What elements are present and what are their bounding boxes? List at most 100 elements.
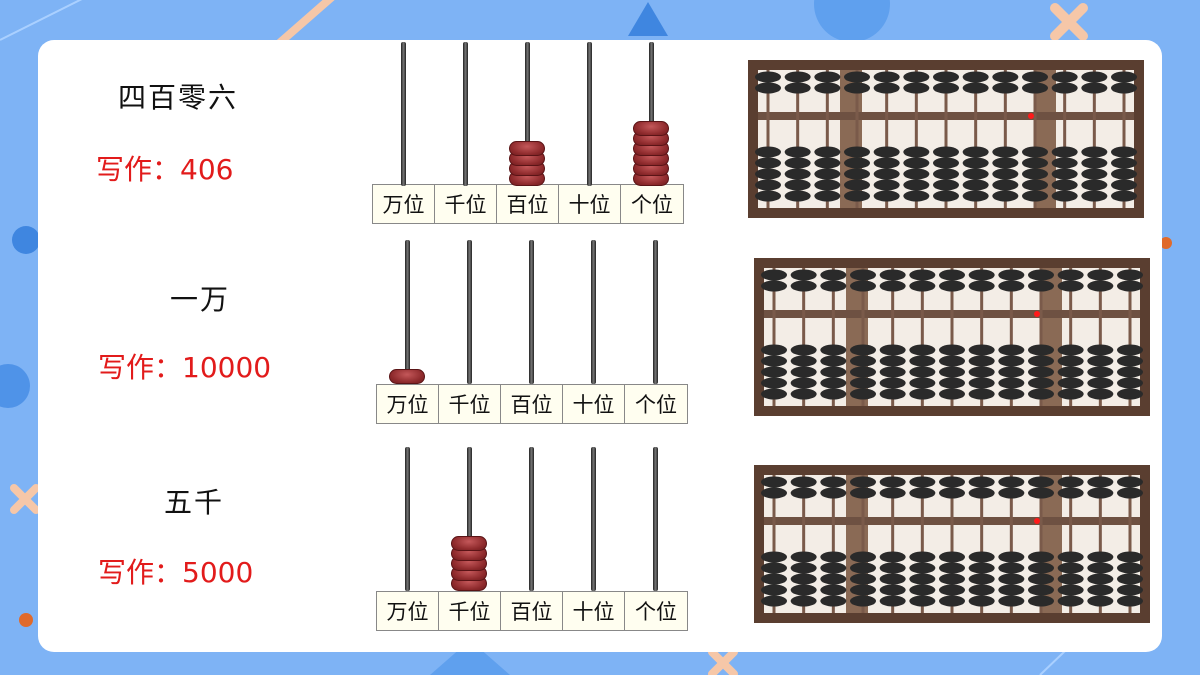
abacus-bead (939, 280, 965, 292)
abacus-bead (1117, 595, 1143, 607)
abacus-bead (1081, 82, 1108, 94)
abacus-bead (790, 388, 817, 400)
place-label-bai: 百位 (501, 385, 563, 423)
abacus-bead (968, 366, 995, 378)
suanpan-abacus-image (754, 258, 1150, 416)
abacus-bead (850, 595, 876, 607)
abacus-bead (909, 551, 936, 563)
place-label-qian: 千位 (435, 185, 497, 223)
place-value-labels: 万位 千位 百位 十位 个位 (376, 384, 688, 424)
abacus-bead (850, 366, 876, 378)
rod-ge (653, 240, 658, 384)
abacus-bead (962, 157, 989, 169)
abacus-bead (1022, 71, 1048, 83)
rod-wan (401, 42, 406, 186)
written-number: 写作：406 (96, 153, 234, 186)
abacus-bead (1028, 476, 1054, 488)
abacus-bead (755, 157, 781, 169)
content-card: 四百零六 写作：406 万位 千位 百位 十位 个位 一万 写作：10000 万… (38, 40, 1162, 652)
abacus-bead (1028, 551, 1054, 563)
abacus-bead (1028, 584, 1054, 596)
abacus-bead (850, 573, 876, 585)
rod-shi (587, 42, 592, 186)
abacus-bead (968, 487, 995, 499)
abacus-bead (909, 366, 936, 378)
abacus-bead (790, 377, 817, 389)
abacus-bead (784, 190, 811, 202)
abacus-bead (820, 355, 847, 367)
abacus-bead (790, 573, 817, 585)
abacus-bead (1087, 551, 1114, 563)
counting-frame: 万位 千位 百位 十位 个位 (372, 42, 692, 224)
abacus-bead (939, 551, 965, 563)
abacus-bead (1028, 344, 1054, 356)
abacus-bead (1057, 280, 1084, 292)
abacus-bead (879, 269, 906, 281)
abacus-bead (879, 595, 906, 607)
abacus-bead (820, 269, 847, 281)
abacus-bead (909, 476, 936, 488)
rod-ge (653, 447, 658, 591)
abacus-bead (998, 584, 1025, 596)
abacus-bead (790, 551, 817, 563)
abacus-bead (790, 269, 817, 281)
abacus-bead (1087, 595, 1114, 607)
abacus-bead (873, 157, 900, 169)
abacus-bead (968, 280, 995, 292)
abacus-bead (1117, 551, 1143, 563)
abacus-bead (1028, 366, 1054, 378)
abacus-bead (998, 476, 1025, 488)
suanpan-abacus-image (748, 60, 1144, 218)
abacus-bead (879, 476, 906, 488)
abacus-bead (850, 476, 876, 488)
bead (633, 121, 669, 136)
abacus-bead (1022, 168, 1048, 180)
abacus-bead (1028, 573, 1054, 585)
abacus-bead (1087, 562, 1114, 574)
abacus-bead (962, 71, 989, 83)
abacus-bead (879, 562, 906, 574)
abacus-bead (903, 146, 930, 158)
abacus-bead (939, 377, 965, 389)
abacus-bead (998, 355, 1025, 367)
abacus-bead (992, 82, 1019, 94)
abacus-bead (1111, 190, 1137, 202)
abacus-bead (844, 157, 870, 169)
abacus-bead (820, 487, 847, 499)
abacus-bead (761, 584, 787, 596)
abacus-bead (850, 377, 876, 389)
abacus-bead (1111, 146, 1137, 158)
place-label-ge: 个位 (631, 193, 673, 217)
abacus-bead (1057, 377, 1084, 389)
abacus-bead (909, 584, 936, 596)
bead (509, 141, 545, 156)
abacus-bead (1028, 487, 1054, 499)
abacus-bead (992, 179, 1019, 191)
place-label-bai: 百位 (497, 185, 559, 223)
abacus-bead (909, 377, 936, 389)
abacus-bead (933, 157, 959, 169)
abacus-bead (1057, 551, 1084, 563)
abacus-bead (844, 190, 870, 202)
abacus-bead (879, 366, 906, 378)
abacus-bead (1057, 355, 1084, 367)
abacus-bead (903, 179, 930, 191)
abacus-bead (909, 487, 936, 499)
abacus-bead (1057, 366, 1084, 378)
rod-bai (529, 240, 534, 384)
abacus-bead (992, 168, 1019, 180)
abacus-bead (844, 168, 870, 180)
abacus-bead (909, 595, 936, 607)
unit-marker-dot (1034, 311, 1040, 317)
abacus-bead (903, 71, 930, 83)
rod-wan (405, 240, 410, 384)
number-row-3: 五千 写作：5000 万位 千位 百位 十位 个位 (38, 445, 1162, 652)
abacus-bead (820, 476, 847, 488)
abacus-bead (998, 595, 1025, 607)
abacus-bead (939, 584, 965, 596)
abacus-bead (1028, 562, 1054, 574)
abacus-bead (1051, 190, 1078, 202)
abacus-bead (939, 388, 965, 400)
abacus-bead (992, 157, 1019, 169)
abacus-bead (1081, 71, 1108, 83)
